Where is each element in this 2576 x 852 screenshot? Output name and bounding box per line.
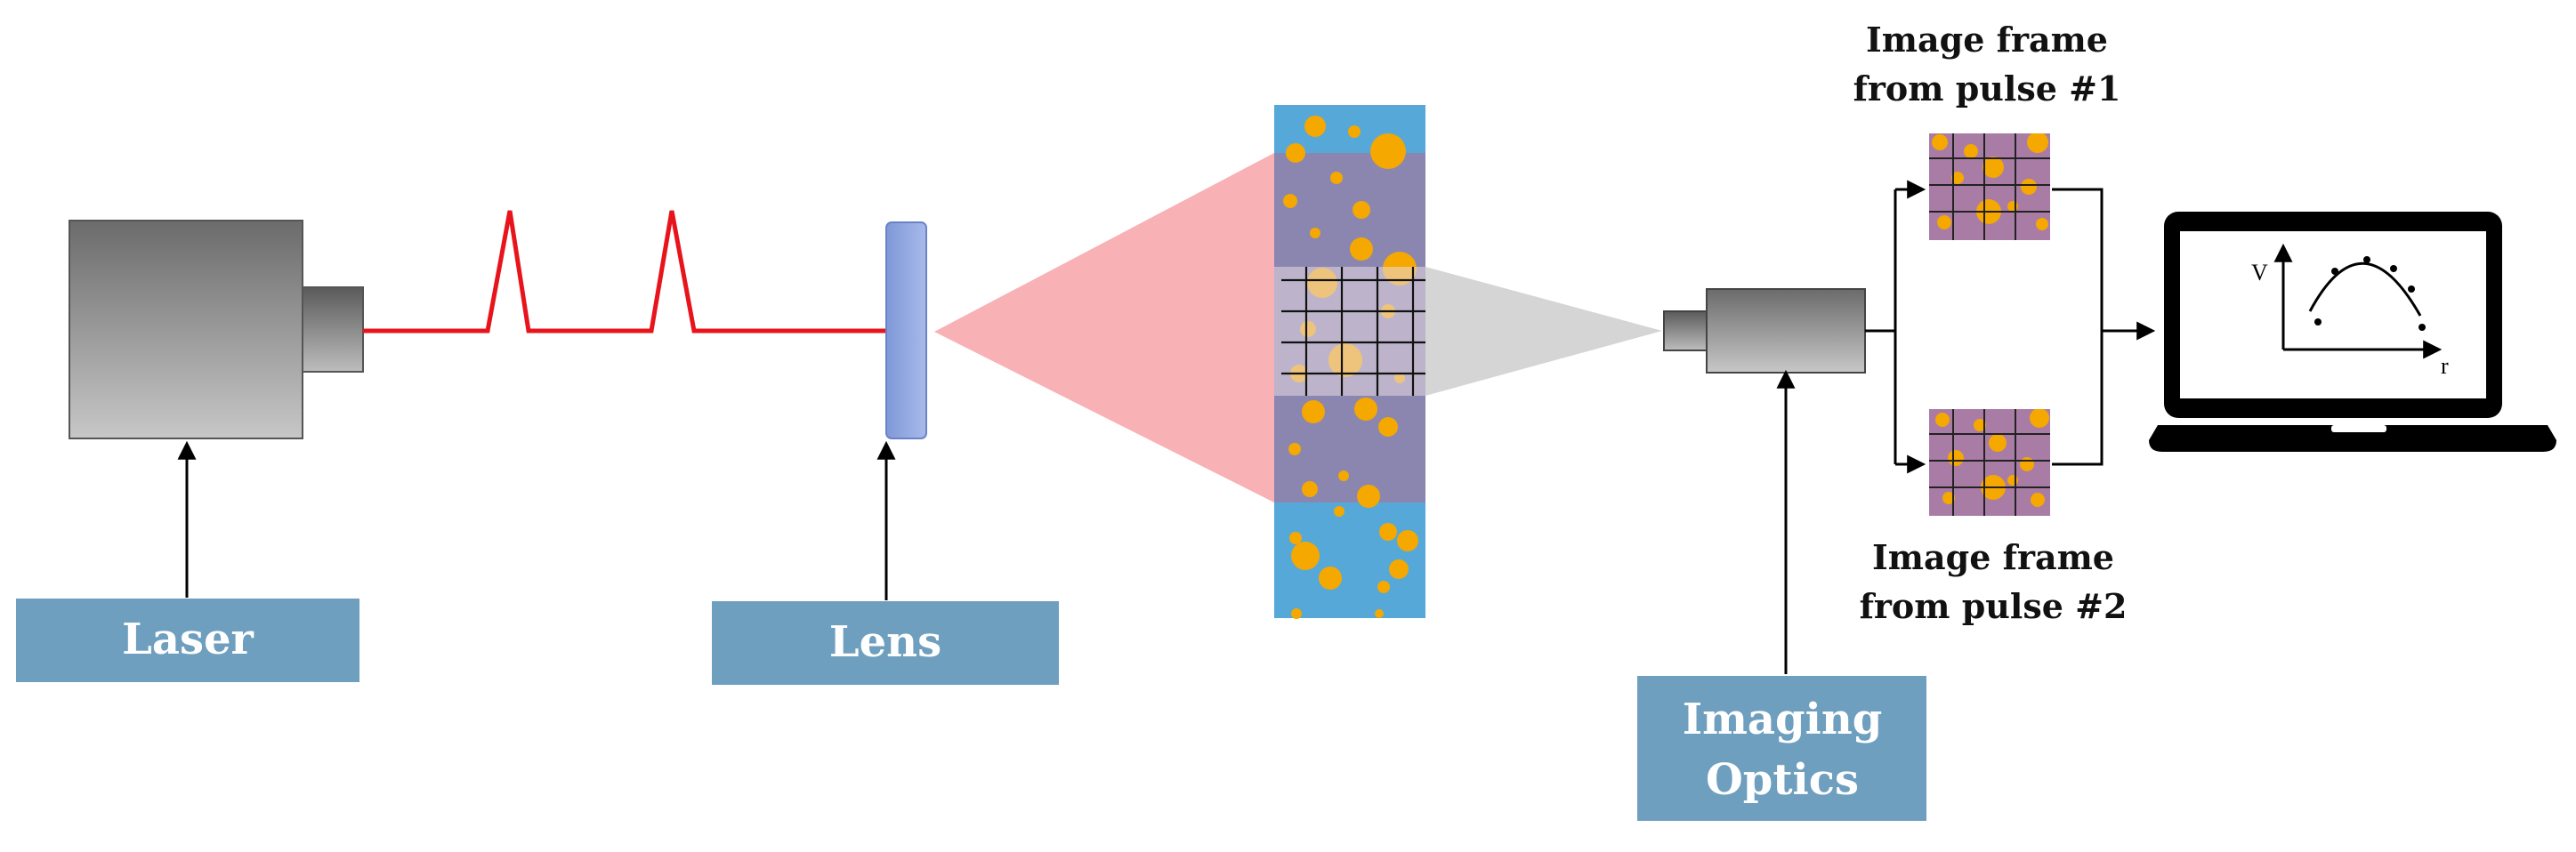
camera-output-connectors xyxy=(1865,180,2156,474)
laptop: V r xyxy=(2149,212,2556,452)
imaging-optics-label-box: Imaging Optics xyxy=(1637,676,1926,821)
lens-label: Lens xyxy=(829,617,941,667)
laser-pulse-beam xyxy=(363,210,886,334)
interrogation-window xyxy=(1274,267,1425,396)
laser-sheet xyxy=(934,153,1274,502)
velocity-profile-plot: V r xyxy=(2251,243,2449,379)
lens xyxy=(885,221,927,439)
laser-body xyxy=(69,220,303,439)
annotation-arrows xyxy=(177,369,1796,674)
laptop-notch xyxy=(2331,425,2386,432)
velocity-data-points xyxy=(2314,256,2426,331)
camera xyxy=(1663,288,1866,374)
flow-channel xyxy=(1274,105,1425,619)
frame1-caption-line2: from pulse #1 xyxy=(1853,68,2121,109)
frame2-caption-line1: Image frame xyxy=(1872,537,2114,577)
imaging-optics-label-line1: Imaging xyxy=(1683,695,1883,744)
laser-label-box: Laser xyxy=(16,599,359,682)
laptop-screen xyxy=(2180,231,2486,398)
camera-lens xyxy=(1663,310,1708,351)
laptop-base xyxy=(2149,425,2556,452)
image-frame-1 xyxy=(1929,133,2050,240)
imaging-optics-label-line2: Optics xyxy=(1706,755,1859,805)
frame1-caption-line1: Image frame xyxy=(1866,20,2108,60)
camera-body xyxy=(1706,288,1866,374)
camera-view-cone xyxy=(1425,267,1662,396)
laser-unit xyxy=(69,220,364,439)
interrogation-grid xyxy=(1281,267,1425,396)
image-frame-2 xyxy=(1929,409,2050,516)
laser-label: Laser xyxy=(122,615,254,664)
frame2-caption-line2: from pulse #2 xyxy=(1860,586,2128,626)
plot-y-axis-label: V xyxy=(2251,260,2268,285)
velocity-profile-curve xyxy=(2308,261,2422,317)
plot-x-axis-label: r xyxy=(2441,353,2449,379)
laser-head xyxy=(302,286,364,373)
lens-label-box: Lens xyxy=(712,601,1059,685)
